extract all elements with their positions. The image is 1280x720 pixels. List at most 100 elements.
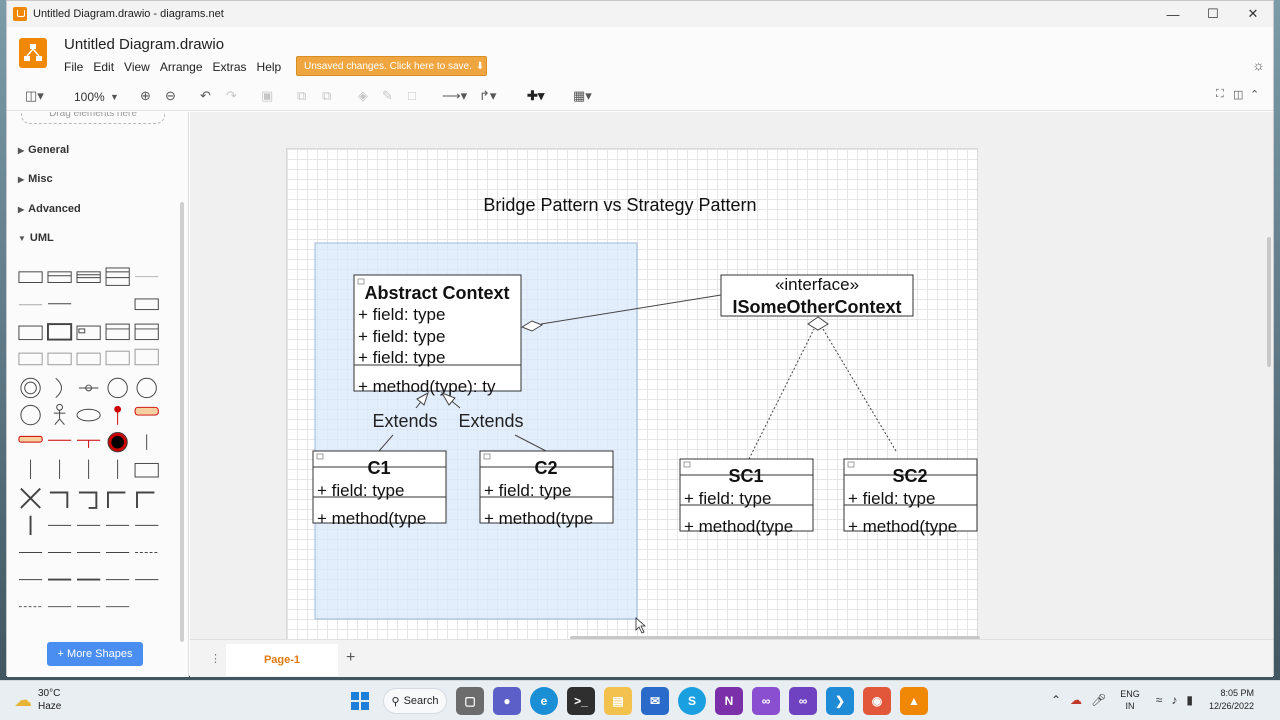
class-sc1[interactable]: SC1 + field: type + method(type bbox=[679, 458, 814, 536]
edge-browser-icon[interactable]: e bbox=[530, 687, 558, 715]
zoom-level[interactable]: 100% bbox=[74, 90, 105, 104]
sidebar-scrollbar[interactable] bbox=[180, 202, 184, 642]
extends-connector-c2[interactable] bbox=[440, 392, 547, 452]
extends-label[interactable]: Extends bbox=[372, 411, 437, 431]
zoom-in-icon[interactable]: ⊕ bbox=[140, 88, 151, 103]
vertical-scrollbar[interactable] bbox=[1267, 237, 1271, 367]
show-hidden-icons-icon[interactable]: ⌃ bbox=[1050, 693, 1061, 707]
connection-icon[interactable]: ⟶▾ bbox=[442, 88, 468, 103]
battery-icon[interactable]: ▮ bbox=[1186, 693, 1193, 707]
close-button[interactable]: ✕ bbox=[1247, 6, 1259, 21]
class-c1-field: + field: type bbox=[317, 481, 404, 500]
class-c2[interactable]: C2 + field: type + method(type bbox=[479, 450, 614, 528]
page-tab-1[interactable]: Page-1 bbox=[226, 644, 338, 676]
to-front-icon[interactable]: ⧉ bbox=[297, 88, 307, 103]
add-page-icon[interactable]: + bbox=[346, 649, 356, 666]
theme-toggle-icon[interactable]: ☼ bbox=[1252, 57, 1265, 73]
abstract-context-class[interactable]: Abstract Context + field: type + field: … bbox=[353, 274, 522, 396]
redo-icon[interactable]: ↷ bbox=[226, 88, 237, 103]
wifi-icon[interactable]: ≈ bbox=[1155, 693, 1163, 707]
terminal-icon[interactable]: >_ bbox=[567, 687, 595, 715]
drawio-taskbar-icon[interactable]: ▲ bbox=[900, 687, 928, 715]
visual-studio-preview-icon[interactable]: ∞ bbox=[789, 687, 817, 715]
visual-studio-icon[interactable]: ∞ bbox=[752, 687, 780, 715]
diagram-svg[interactable]: Bridge Pattern vs Strategy Pattern Abstr… bbox=[287, 149, 979, 639]
task-view-icon[interactable]: ▢ bbox=[456, 687, 484, 715]
onenote-icon[interactable]: N bbox=[715, 687, 743, 715]
clock-date: 12/26/2022 bbox=[1208, 701, 1254, 711]
table-icon[interactable]: ▦▾ bbox=[573, 88, 592, 103]
menu-file[interactable]: File bbox=[64, 60, 84, 74]
mail-icon[interactable]: ✉ bbox=[641, 687, 669, 715]
delete-icon[interactable]: ▣ bbox=[261, 88, 274, 103]
document-title[interactable]: Untitled Diagram.drawio bbox=[64, 36, 225, 53]
horizontal-scrollbar[interactable] bbox=[570, 636, 980, 639]
line-color-icon[interactable]: ✎ bbox=[382, 88, 393, 103]
interface-class[interactable]: «interface» ISomeOtherContext bbox=[720, 274, 914, 317]
aggregation-connector[interactable] bbox=[520, 294, 722, 332]
extends-label[interactable]: Extends bbox=[458, 411, 523, 431]
vscode-icon[interactable]: ❯ bbox=[826, 687, 854, 715]
diagram-title[interactable]: Bridge Pattern vs Strategy Pattern bbox=[483, 195, 756, 215]
toolbar: ◫▾ 100% ▼ ⊕ ⊖ ↶ ↷ ▣ ⧉ ⧉ ◈ ✎ □ ⟶▾ ↱▾ ✚▾ ▦… bbox=[7, 81, 1273, 111]
waypoints-icon[interactable]: ↱▾ bbox=[479, 88, 497, 103]
menu-arrange[interactable]: Arrange bbox=[159, 60, 203, 74]
format-panel-icon[interactable]: ◫ bbox=[1233, 89, 1244, 101]
cloud-status-icon[interactable]: ☁ bbox=[1070, 693, 1082, 707]
class-sc1-field: + field: type bbox=[684, 489, 771, 508]
start-icon[interactable] bbox=[346, 687, 374, 715]
zoom-dropdown-icon[interactable]: ▼ bbox=[110, 92, 119, 102]
fullscreen-icon[interactable]: ⛶ bbox=[1216, 88, 1224, 100]
file-explorer-icon[interactable]: ▤ bbox=[604, 687, 632, 715]
skype-icon[interactable]: S bbox=[678, 687, 706, 715]
more-shapes-button[interactable]: + More Shapes bbox=[47, 642, 143, 666]
section-general[interactable]: ▶ General bbox=[7, 137, 183, 163]
section-misc[interactable]: ▶ Misc bbox=[7, 166, 183, 192]
menu-view[interactable]: View bbox=[124, 60, 150, 74]
class-c1[interactable]: C1 + field: type + method(type bbox=[312, 450, 447, 528]
menu-extras[interactable]: Extras bbox=[212, 60, 247, 74]
diagram-canvas[interactable]: Bridge Pattern vs Strategy Pattern Abstr… bbox=[190, 112, 1273, 639]
collapse-icon[interactable]: ⌃ bbox=[1250, 89, 1260, 101]
uml-shape-palette[interactable] bbox=[17, 262, 167, 632]
menu-edit[interactable]: Edit bbox=[93, 60, 115, 74]
undo-icon[interactable]: ↶ bbox=[200, 88, 211, 103]
expand-arrow-icon: ▶ bbox=[18, 145, 25, 155]
abstract-context-field: + field: type bbox=[358, 305, 445, 324]
section-advanced[interactable]: ▶ Advanced bbox=[7, 196, 183, 222]
maximize-button[interactable]: ☐ bbox=[1207, 6, 1219, 21]
taskbar-search[interactable]: ⚲ Search bbox=[383, 688, 447, 714]
fill-color-icon[interactable]: ◈ bbox=[358, 88, 368, 103]
volume-icon[interactable]: ♪ bbox=[1171, 693, 1178, 707]
insert-icon[interactable]: ✚▾ bbox=[527, 88, 545, 103]
menu-help[interactable]: Help bbox=[256, 60, 282, 74]
format-panel-toggle-icon[interactable]: ◫▾ bbox=[25, 88, 44, 103]
weather-temperature: 30°C bbox=[38, 688, 61, 699]
minimize-button[interactable]: — bbox=[1166, 6, 1180, 22]
taskbar-clock[interactable]: 8:05 PM 12/26/2022 bbox=[1209, 687, 1254, 713]
diagram-page[interactable]: Bridge Pattern vs Strategy Pattern Abstr… bbox=[286, 148, 978, 639]
scratchpad-drop-zone[interactable]: Drag elements here bbox=[21, 112, 165, 124]
shadow-icon[interactable]: □ bbox=[408, 88, 416, 103]
section-label: Misc bbox=[28, 173, 53, 185]
microphone-icon[interactable]: 🎤︎ bbox=[1091, 693, 1107, 707]
extends-connector-c1[interactable] bbox=[378, 391, 429, 452]
unsaved-changes-button[interactable]: Unsaved changes. Click here to save. ⬇ bbox=[296, 56, 487, 76]
realization-arrowhead-icon bbox=[807, 316, 829, 331]
weather-widget[interactable]: ☁ 30°C Haze bbox=[14, 687, 61, 713]
language-indicator[interactable]: ENG IN bbox=[1120, 688, 1140, 712]
to-back-icon[interactable]: ⧉ bbox=[322, 88, 332, 103]
clock-time: 8:05 PM bbox=[1220, 688, 1254, 698]
shapes-sidebar: Drag elements here ▶ General ▶ Misc ▶ Ad… bbox=[7, 112, 189, 677]
window-controls: — ☐ ✕ bbox=[1153, 1, 1273, 27]
pages-menu-icon[interactable]: ⋮ bbox=[210, 653, 221, 665]
realization-connector-sc2[interactable] bbox=[822, 328, 897, 452]
teams-chat-icon[interactable]: ● bbox=[493, 687, 521, 715]
drawio-logo bbox=[19, 38, 47, 68]
screen-recorder-icon[interactable]: ◉ bbox=[863, 687, 891, 715]
realization-connector-sc1[interactable] bbox=[748, 328, 815, 460]
zoom-out-icon[interactable]: ⊖ bbox=[165, 88, 176, 103]
class-sc2[interactable]: SC2 + field: type + method(type bbox=[843, 458, 978, 536]
section-uml[interactable]: ▼ UML bbox=[7, 225, 183, 251]
abstract-context-method: + method(type): ty bbox=[358, 377, 496, 396]
